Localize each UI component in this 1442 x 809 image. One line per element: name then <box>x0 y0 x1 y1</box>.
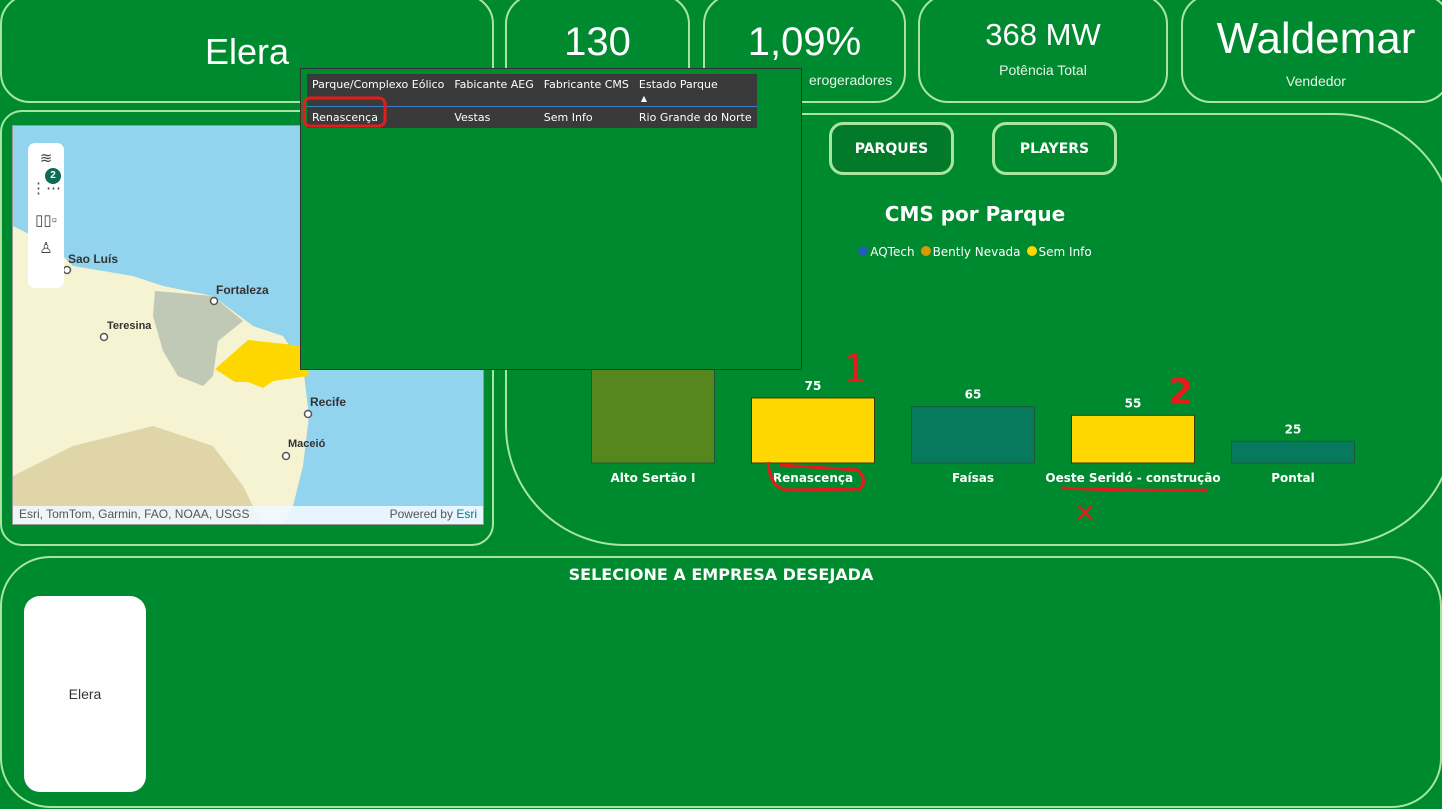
company-name: Elera <box>204 30 290 72</box>
bar[interactable] <box>911 406 1035 464</box>
data-label: 75 <box>805 379 822 393</box>
company-tile-label: Elera <box>68 686 102 702</box>
legend-item[interactable]: AQTech <box>858 245 915 259</box>
city-markers <box>62 265 313 461</box>
category-label: Faísas <box>952 471 994 485</box>
legend-item[interactable]: Sem Info <box>1026 245 1092 259</box>
land-dry <box>13 426 262 524</box>
seller-value: Waldemar <box>1216 13 1416 63</box>
power-value: 368 MW <box>985 17 1101 52</box>
category-label: Pontal <box>1271 471 1315 485</box>
powered-by: Powered by <box>389 507 453 521</box>
legend-label: Bently Nevada <box>932 245 1021 259</box>
map-attribution: Esri, TomTom, Garmin, FAO, NOAA, USGS Po… <box>13 506 483 524</box>
power-label: Potência Total <box>999 62 1087 78</box>
table-cell: Vestas <box>454 111 491 124</box>
selection-icon[interactable]: ⋮⋯ 2 <box>31 168 61 197</box>
table-cell: Sem Info <box>543 111 593 124</box>
data-label: 55 <box>1125 396 1142 410</box>
players-button[interactable]: PLAYERS <box>992 122 1117 175</box>
chart-legend: AQTech Bently Nevada Sem Info <box>775 245 1175 259</box>
count-value: 130 <box>564 20 631 64</box>
column-header[interactable]: Fabricante CMS <box>538 74 634 107</box>
map-toolbar: ≋ ⋮⋯ 2 ▯▯▫ ♙ <box>28 143 64 288</box>
data-label: 25 <box>1285 422 1302 436</box>
person-icon[interactable]: ♙ <box>39 240 53 257</box>
city-label: Teresina <box>107 320 152 332</box>
legend-label: AQTech <box>870 245 915 259</box>
parques-button[interactable]: PARQUES <box>829 122 954 175</box>
legend-label: Sem Info <box>1038 245 1092 259</box>
company-card: Elera <box>0 0 494 103</box>
company-tile[interactable]: Elera <box>24 596 146 792</box>
company-selector-card <box>0 556 1442 808</box>
city-label: Recife <box>310 395 347 409</box>
map-canvas[interactable] <box>13 126 484 525</box>
city-label: Sao Luís <box>68 252 119 266</box>
attribution-text: Esri, TomTom, Garmin, FAO, NOAA, USGS <box>19 507 250 521</box>
legend-item[interactable]: Bently Nevada <box>920 245 1021 259</box>
legend-dot <box>858 246 869 256</box>
column-header[interactable]: Parque/Complexo Eólico <box>307 74 450 107</box>
company-selector-title: SELECIONE A EMPRESA DESEJADA <box>568 565 874 584</box>
seller-card: Waldemar Vendedor <box>1181 0 1442 103</box>
column-header[interactable]: Fabicante AEG <box>449 74 539 107</box>
column-header[interactable]: Estado Parque ▲ <box>633 74 757 107</box>
power-card: 368 MW Potência Total <box>918 0 1168 103</box>
column-header-label: Estado Parque <box>638 78 718 91</box>
category-label: Alto Sertão I <box>611 471 696 485</box>
legend-dot <box>920 246 931 256</box>
category-label: Oeste Seridó - construção <box>1045 471 1220 485</box>
table-cell: Renascença <box>312 111 378 124</box>
selection-badge: 2 <box>45 168 61 184</box>
bar[interactable] <box>1231 440 1355 464</box>
data-label: 65 <box>965 388 982 402</box>
legend-dot <box>1026 246 1037 256</box>
bar-chart-icon[interactable]: ▯▯▫ <box>35 212 57 229</box>
city-label: Fortaleza <box>216 283 269 297</box>
sort-asc-icon: ▲ <box>640 94 648 103</box>
ceara-state <box>153 291 243 386</box>
table-row[interactable]: Renascença Vestas Sem Info Rio Grande do… <box>307 107 757 129</box>
seller-label: Vendedor <box>1286 72 1346 89</box>
esri-link[interactable]: Esri <box>456 507 477 521</box>
tooltip-grid: Parque/Complexo Eólico Fabicante AEG Fab… <box>307 74 757 128</box>
category-label: Renascença <box>773 471 853 485</box>
chart-title: CMS por Parque <box>884 202 1066 226</box>
table-cell: Rio Grande do Norte <box>638 111 752 124</box>
city-label: Maceió <box>288 438 326 450</box>
percent-value: 1,09% <box>747 20 862 64</box>
bar[interactable] <box>1071 414 1195 464</box>
rn-state-highlight <box>215 340 309 388</box>
percent-label: erogeradores <box>809 72 893 88</box>
tooltip-table: Parque/Complexo Eólico Fabicante AEG Fab… <box>300 68 802 370</box>
layers-icon[interactable]: ≋ <box>39 150 53 167</box>
bar[interactable] <box>751 397 875 464</box>
